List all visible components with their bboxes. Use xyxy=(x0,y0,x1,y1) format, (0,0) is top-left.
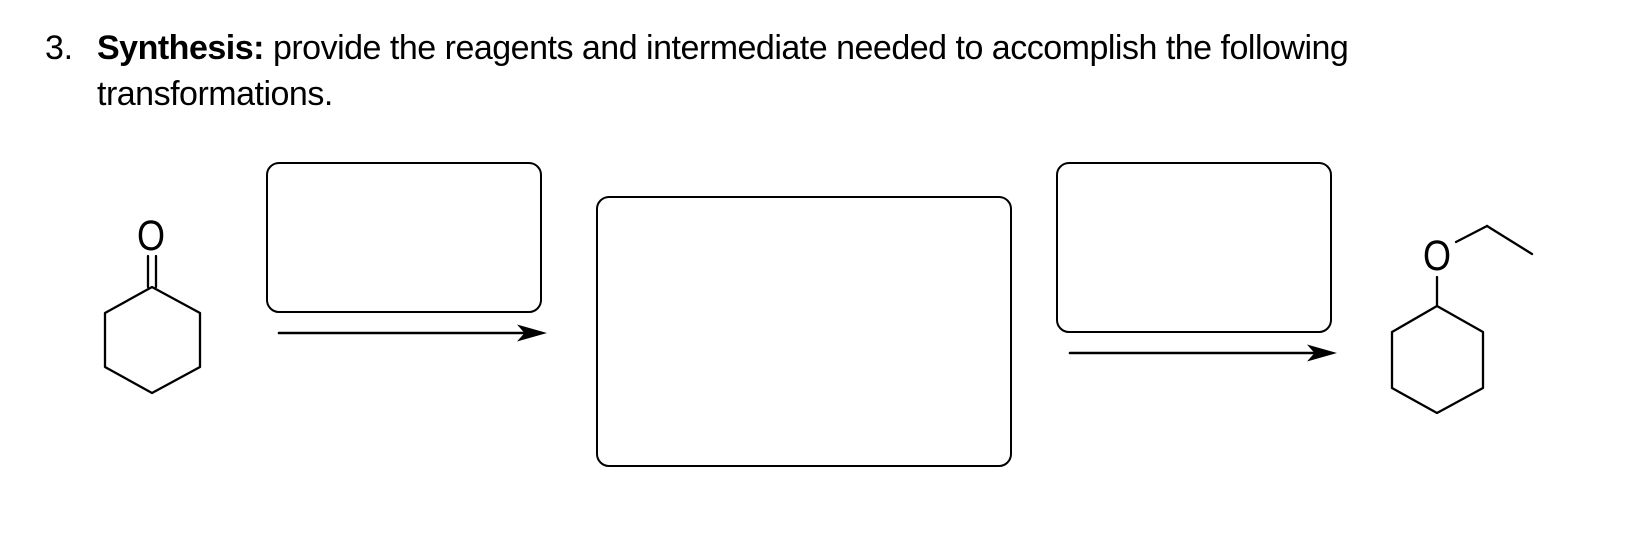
problem-heading-line2: transformations. xyxy=(97,75,333,113)
reaction-arrow-2-head xyxy=(1307,344,1337,362)
product-ethyl-bond-ch2-ch3 xyxy=(1485,224,1534,256)
reagents-step2-answer-box[interactable] xyxy=(1056,162,1332,333)
reagents-step1-answer-value[interactable] xyxy=(268,164,540,311)
reactant-cyclohexane-ring xyxy=(103,285,202,395)
product-ether-bond-o-ch2 xyxy=(1454,224,1489,244)
reactant-cyclohexanone-structure: O xyxy=(103,212,202,395)
reagents-step2-answer-value[interactable] xyxy=(1058,164,1330,331)
reaction-arrow-1-head xyxy=(517,324,547,342)
intermediate-answer-value[interactable] xyxy=(598,198,1010,465)
product-oxygen-atom-label: O xyxy=(1423,232,1451,280)
reaction-arrow-1 xyxy=(277,324,547,342)
product-ethoxycyclohexane-structure: O xyxy=(1390,224,1534,415)
problem-number: 3. xyxy=(45,29,73,67)
reaction-arrow-2 xyxy=(1068,344,1337,362)
reactant-oxygen-atom-label: O xyxy=(137,212,165,260)
problem-heading-keyword: Synthesis: xyxy=(97,29,264,67)
problem-heading-text: provide the reagents and intermediate ne… xyxy=(272,29,1349,67)
intermediate-answer-box[interactable] xyxy=(596,196,1012,467)
problem-heading: Synthesis:provide the reagents and inter… xyxy=(97,28,1349,68)
product-cyclohexane-ring xyxy=(1390,304,1485,415)
reagents-step1-answer-box[interactable] xyxy=(266,162,542,313)
